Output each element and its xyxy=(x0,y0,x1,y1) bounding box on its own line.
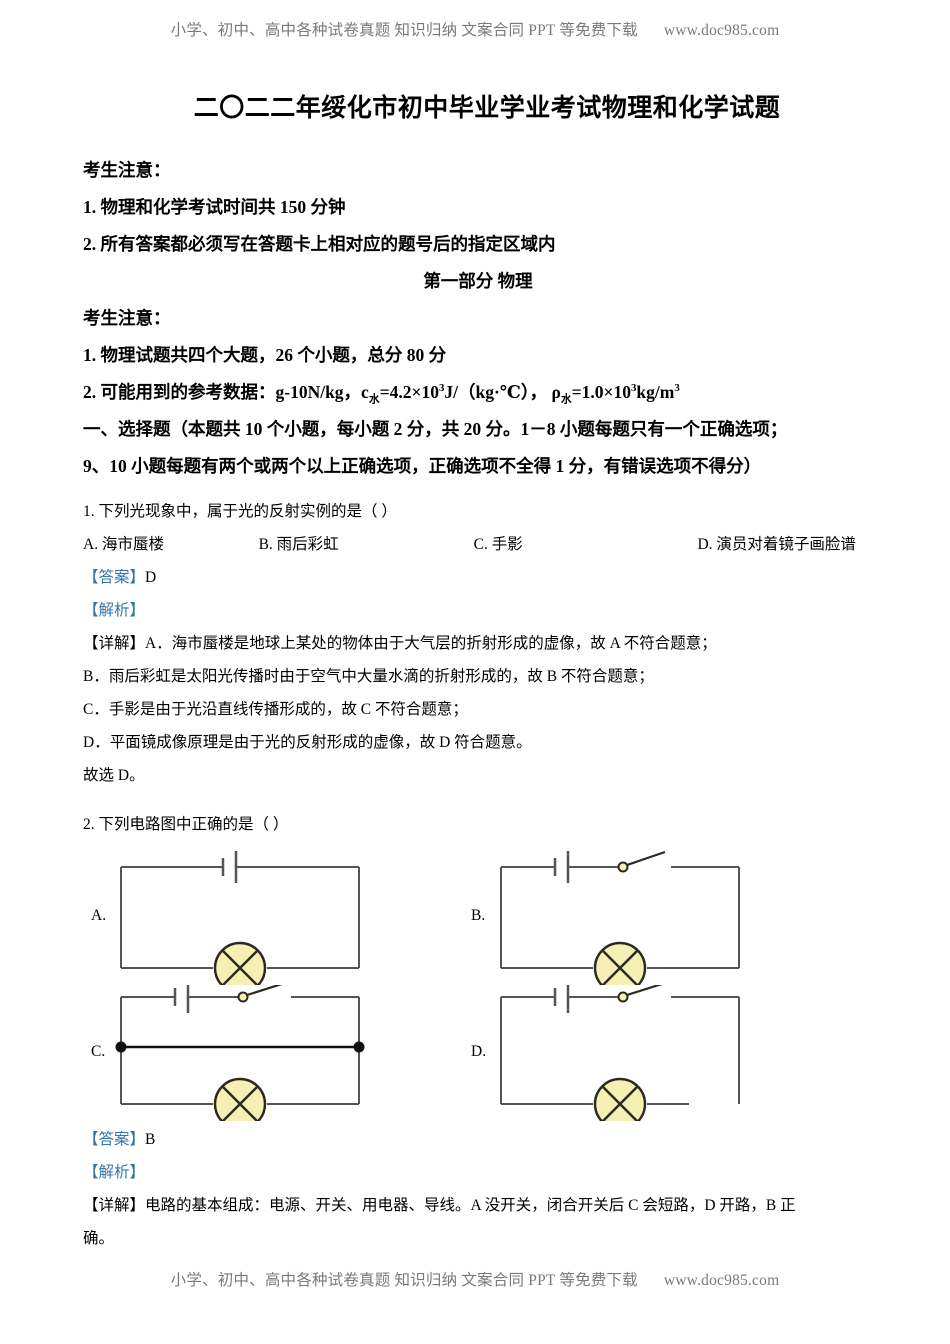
junction-dot-right-c xyxy=(353,1041,365,1053)
question-2-circuit-figure: A. xyxy=(83,845,873,1123)
circuit-diagram-d xyxy=(500,985,740,1121)
detail-label: 【详解】 xyxy=(83,635,146,652)
question-2-answer: 【答案】B xyxy=(83,1123,873,1156)
reference-data-unit: kg/m xyxy=(636,382,675,402)
analysis-label-2: 【解析】 xyxy=(83,1164,146,1181)
watermark-header: 小学、初中、高中各种试卷真题 知识归纳 文案合同 PPT 等免费下载 www.do… xyxy=(0,18,950,40)
switch-icon-d xyxy=(617,991,629,1003)
junction-dot-left-c xyxy=(115,1041,127,1053)
analysis-label: 【解析】 xyxy=(83,602,146,619)
document-body: 二〇二二年绥化市初中毕业学业考试物理和化学试题 考生注意： 1. 物理和化学考试… xyxy=(83,88,873,1255)
reference-data-sup-3-3: 3 xyxy=(674,382,680,395)
watermark-header-text: 小学、初中、高中各种试卷真题 知识归纳 文案合同 PPT 等免费下载 xyxy=(170,22,638,39)
question-1-detail-line-1: 【详解】A．海市蜃楼是地球上某处的物体由于大气层的折射形成的虚像，故 A 不符合… xyxy=(83,627,873,660)
notice-part-heading: 考生注意： xyxy=(83,308,171,328)
question-2-detail-line-2: 确。 xyxy=(83,1230,115,1247)
circuit-option-a-label: A. xyxy=(91,907,107,924)
circuit-diagram-b xyxy=(500,850,740,985)
question-1-detail-line-4: D．平面镜成像原理是由于光的反射形成的虚像，故 D 符合题意。 xyxy=(83,734,532,751)
notice-part-item-2: 2. 可能用到的参考数据：g-10N/kg，c水=4.2×103J/（kg·℃）… xyxy=(83,374,873,411)
switch-icon-c xyxy=(237,991,249,1003)
question-2-detail-text: 电路的基本组成：电源、开关、用电器、导线。A 没开关，闭合开关后 C 会短路，D… xyxy=(145,1197,796,1214)
section-1-heading-line-1: 一、选择题（本题共 10 个小题，每小题 2 分，共 20 分。1－8 小题每题… xyxy=(83,419,788,439)
question-2-detail-line-1: 【详解】电路的基本组成：电源、开关、用电器、导线。A 没开关，闭合开关后 C 会… xyxy=(83,1189,873,1222)
lamp-icon-a xyxy=(213,941,267,985)
question-1-detail-text-a: A．海市蜃楼是地球上某处的物体由于大气层的折射形成的虚像，故 A 不符合题意； xyxy=(145,635,717,652)
question-2-circuit-option-d[interactable]: D. xyxy=(471,985,801,1121)
reference-data-sub-water-2: 水 xyxy=(560,393,572,406)
part-heading: 第一部分 物理 xyxy=(423,271,533,291)
notice-top-item-1: 1. 物理和化学考试时间共 150 分钟 xyxy=(83,197,346,217)
reference-data-mid-1: =4.2×10 xyxy=(379,382,439,402)
question-2-answer-value: B xyxy=(145,1131,156,1148)
notice-part-item-1: 1. 物理试题共四个大题，26 个小题，总分 80 分 xyxy=(83,345,447,365)
circuit-option-b-label: B. xyxy=(471,907,486,924)
question-1-option-b[interactable]: B. 雨后彩虹 xyxy=(258,536,339,553)
notice-top-heading: 考生注意： xyxy=(83,160,171,180)
question-2-stem: 2. 下列电路图中正确的是（ ） xyxy=(83,816,289,833)
section-1-heading-line-2: 9、10 小题每题有两个或两个以上正确选项，正确选项不全得 1 分，有错误选项不… xyxy=(83,456,762,476)
circuit-option-d-label: D. xyxy=(471,1043,487,1060)
watermark-footer-text: 小学、初中、高中各种试卷真题 知识归纳 文案合同 PPT 等免费下载 xyxy=(170,1272,638,1289)
question-2-analysis: 【解析】 xyxy=(83,1156,873,1189)
watermark-footer-site: www.doc985.com xyxy=(663,1272,780,1289)
reference-data-mid-2: J/（kg·℃）， xyxy=(444,382,548,402)
question-1-stem: 1. 下列光现象中，属于光的反射实例的是（ ） xyxy=(83,503,397,520)
question-2-circuit-option-b[interactable]: B. xyxy=(471,849,801,985)
question-1-detail-line-3: C．手影是由于光沿直线传播形成的，故 C 不符合题意； xyxy=(83,701,468,718)
watermark-header-site: www.doc985.com xyxy=(663,22,780,39)
lamp-icon-c xyxy=(213,1077,267,1121)
answer-label: 【答案】 xyxy=(83,569,146,586)
watermark-footer: 小学、初中、高中各种试卷真题 知识归纳 文案合同 PPT 等免费下载 www.do… xyxy=(0,1268,950,1290)
reference-data-sub-water-1: 水 xyxy=(368,393,380,406)
question-1-detail-line-2: B．雨后彩虹是太阳光传播时由于空气中大量水滴的折射形成的，故 B 不符合题意； xyxy=(83,668,654,685)
lamp-icon-d xyxy=(593,1077,647,1121)
question-1-options: A. 海市蜃楼 B. 雨后彩虹 C. 手影 D. 演员对着镜子画脸谱 xyxy=(83,528,873,561)
question-1-detail-line-5: 故选 D。 xyxy=(83,767,145,784)
circuit-option-c-label: C. xyxy=(91,1043,106,1060)
notice-top-item-2: 2. 所有答案都必须写在答题卡上相对应的题号后的指定区域内 xyxy=(83,234,556,254)
reference-data-prefix: 2. 可能用到的参考数据：g-10N/kg，c xyxy=(83,382,369,402)
question-1-option-d[interactable]: D. 演员对着镜子画脸谱 xyxy=(697,536,856,553)
question-1-option-a[interactable]: A. 海市蜃楼 xyxy=(83,536,164,553)
question-1-answer-value: D xyxy=(145,569,157,586)
reference-data-mid-3: =1.0×10 xyxy=(571,382,631,402)
lamp-icon-b xyxy=(593,941,647,985)
page-title: 二〇二二年绥化市初中毕业学业考试物理和化学试题 xyxy=(193,95,781,122)
question-2-circuit-option-c[interactable]: C. xyxy=(91,985,421,1121)
circuit-diagram-a xyxy=(120,851,360,985)
question-1-analysis: 【解析】 xyxy=(83,594,873,627)
detail-label-2: 【详解】 xyxy=(83,1197,146,1214)
switch-icon-b xyxy=(617,861,629,873)
reference-data-rho: ρ xyxy=(551,382,561,402)
question-1-answer: 【答案】D xyxy=(83,561,873,594)
answer-label-2: 【答案】 xyxy=(83,1131,146,1148)
circuit-diagram-c xyxy=(115,985,365,1121)
question-2-circuit-option-a[interactable]: A. xyxy=(91,849,421,985)
reference-data-sup-3-2: 3 xyxy=(631,382,637,395)
reference-data-sup-3-1: 3 xyxy=(439,382,445,395)
question-1-option-c[interactable]: C. 手影 xyxy=(473,536,523,553)
